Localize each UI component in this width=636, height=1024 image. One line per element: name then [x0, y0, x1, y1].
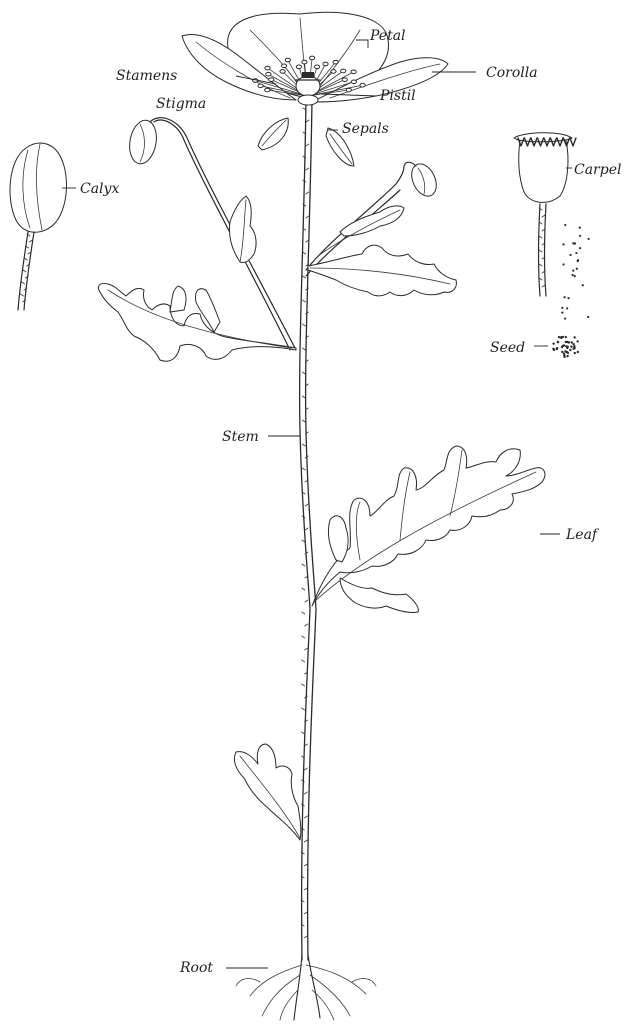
seeds — [552, 224, 590, 358]
label-sepals: Sepals — [342, 121, 389, 137]
upper-small-leaf — [229, 196, 256, 263]
calyx-bud — [10, 143, 66, 310]
pistil-ovary — [296, 76, 320, 96]
label-stamens: Stamens — [116, 68, 177, 84]
label-stem: Stem — [222, 429, 259, 445]
main-stem — [300, 100, 316, 960]
large-leaf — [312, 446, 545, 613]
label-pistil: Pistil — [379, 88, 416, 104]
pistil-stigma-disc — [302, 72, 314, 78]
label-calyx: Calyx — [80, 181, 119, 197]
label-petal: Petal — [369, 28, 406, 44]
carpel-capsule — [514, 133, 576, 296]
label-root: Root — [179, 960, 213, 976]
roots — [236, 955, 376, 1020]
label-carpel: Carpel — [574, 162, 621, 178]
upper-left-leaf — [98, 283, 296, 361]
label-seed: Seed — [490, 340, 525, 356]
label-corolla: Corolla — [486, 65, 538, 81]
label-leaf: Leaf — [565, 527, 600, 543]
lower-small-leaf — [234, 744, 300, 840]
label-stigma: Stigma — [156, 96, 206, 112]
